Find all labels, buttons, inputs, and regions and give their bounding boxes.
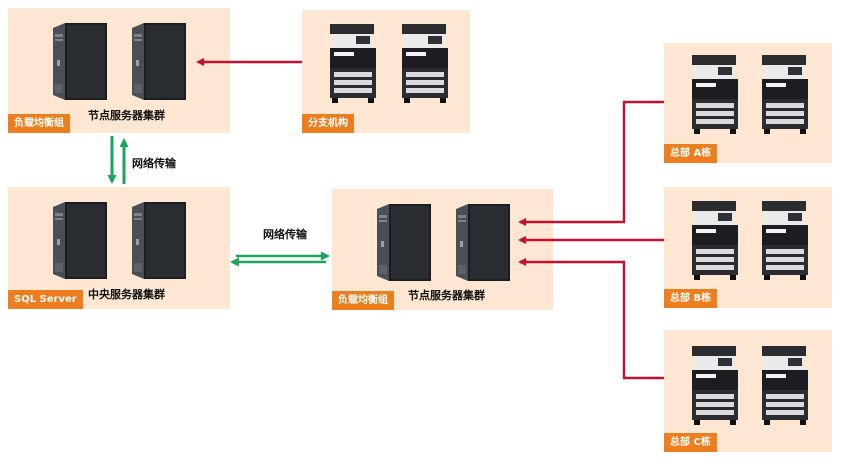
- central-tag: SQL Server: [8, 290, 83, 309]
- hq-a-tag: 总部 A栋: [664, 144, 718, 163]
- server-tower-icon: [375, 203, 433, 287]
- middle-tag: 负载均衡组: [332, 291, 394, 310]
- central-panel: 中央服务器集群 SQL Server: [8, 187, 230, 309]
- printer-mfp-icon: [688, 344, 742, 430]
- hq-a-arrow: [518, 100, 664, 226]
- printer-mfp-icon: [758, 199, 812, 285]
- hq-a-panel: 总部 A栋: [664, 43, 832, 163]
- node-tag: 负载均衡组: [8, 114, 70, 133]
- branch-panel: 分支机构: [302, 10, 470, 133]
- central-caption: 中央服务器集群: [88, 288, 165, 301]
- node-panel-middle: 节点服务器集群 负载均衡组: [332, 189, 553, 310]
- horizontal-link-label: 网络传输: [263, 228, 307, 241]
- hq-b-tag: 总部 B栋: [664, 289, 718, 308]
- printer-mfp-icon: [326, 22, 380, 108]
- server-tower-icon: [51, 22, 109, 106]
- hq-c-panel: 总部 C栋: [664, 330, 832, 452]
- middle-caption: 节点服务器集群: [408, 289, 485, 302]
- hq-c-arrow: [518, 258, 664, 380]
- vertical-link-label: 网络传输: [132, 157, 176, 170]
- hq-c-tag: 总部 C栋: [664, 433, 717, 452]
- printer-mfp-icon: [688, 199, 742, 285]
- printer-mfp-icon: [398, 22, 452, 108]
- server-tower-icon: [130, 201, 188, 285]
- server-tower-icon: [130, 22, 188, 106]
- server-tower-icon: [454, 203, 512, 287]
- printer-mfp-icon: [758, 53, 812, 139]
- node-panel-top-left: 节点服务器集群 负载均衡组: [8, 8, 230, 133]
- printer-mfp-icon: [688, 53, 742, 139]
- hq-b-panel: 总部 B栋: [664, 187, 832, 308]
- branch-tag: 分支机构: [302, 114, 354, 133]
- server-tower-icon: [51, 201, 109, 285]
- node-caption: 节点服务器集群: [88, 109, 165, 122]
- printer-mfp-icon: [758, 344, 812, 430]
